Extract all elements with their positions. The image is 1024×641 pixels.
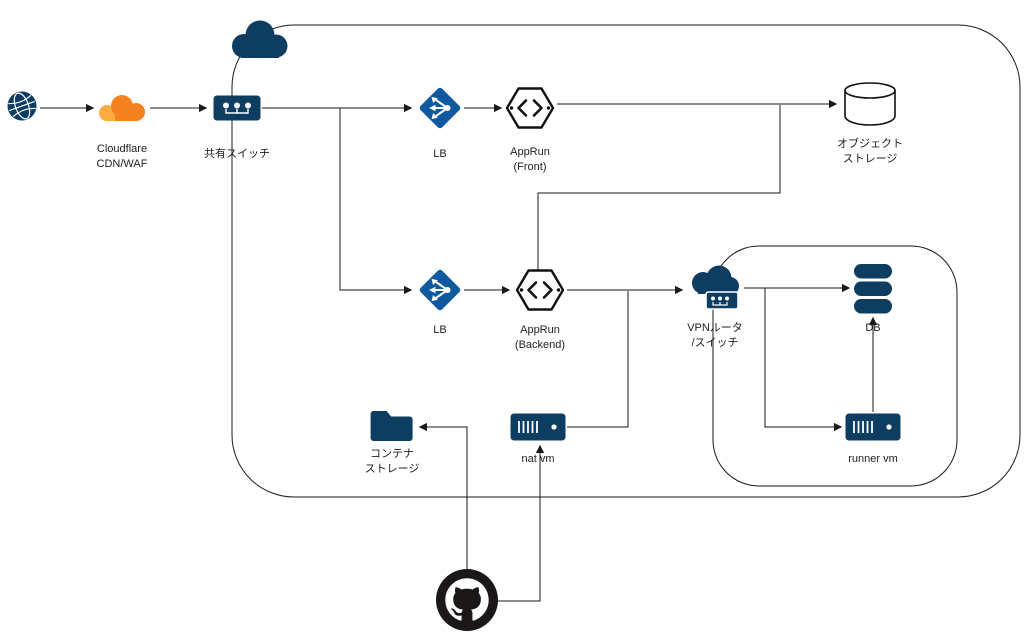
lb-backend-node: LB xyxy=(417,267,463,338)
cloud-region-marker xyxy=(227,19,291,61)
apprun-icon xyxy=(505,87,555,129)
load-balancer-icon xyxy=(419,269,461,311)
server-icon xyxy=(510,413,566,441)
github-icon xyxy=(436,569,498,631)
cloud-region-boundary xyxy=(231,24,1021,498)
internet-node xyxy=(6,90,38,122)
edge-github-nat-vm xyxy=(498,444,545,602)
object-storage-node: オブジェクト ストレージ xyxy=(837,81,903,168)
internet-globe-icon xyxy=(7,91,37,121)
object-storage-label: オブジェクト ストレージ xyxy=(837,138,903,166)
edge-vpn-runner-vm xyxy=(764,288,843,432)
apprun-backend-label: AppRun (Backend) xyxy=(514,324,566,352)
github-node xyxy=(436,569,498,631)
cloudflare-node: Cloudflare CDN/WAF xyxy=(95,92,149,173)
apprun-backend-node: AppRun (Backend) xyxy=(514,264,566,354)
lb-backend-label: LB xyxy=(433,324,447,336)
apprun-front-node: AppRun (Front) xyxy=(504,82,556,176)
container-storage-node: コンテナ ストレージ xyxy=(364,407,420,478)
lb-front-label: LB xyxy=(433,148,447,160)
cloudflare-label: Cloudflare CDN/WAF xyxy=(96,143,148,171)
nat-vm-label: nat vm xyxy=(521,453,555,465)
apprun-front-label: AppRun (Front) xyxy=(510,146,550,174)
runner-vm-label: runner vm xyxy=(848,453,898,465)
lb-front-node: LB xyxy=(417,85,463,162)
db-label: DB xyxy=(865,322,881,334)
nat-vm-node: nat vm xyxy=(510,413,566,467)
edges xyxy=(40,99,878,602)
load-balancer-icon xyxy=(419,87,461,129)
vpn-router-label: VPNルータ /スイッチ xyxy=(687,322,743,350)
edge-apprun-backend-object-storage xyxy=(537,105,781,271)
runner-vm-node: runner vm xyxy=(845,413,901,467)
object-storage-icon xyxy=(844,82,896,126)
folder-icon xyxy=(371,411,413,441)
apprun-icon xyxy=(515,269,565,311)
vpn-router-icon xyxy=(692,265,739,310)
edge-switch-lb-backend xyxy=(339,108,413,295)
server-icon xyxy=(845,413,901,441)
container-storage-label: コンテナ ストレージ xyxy=(364,448,420,476)
switch-icon xyxy=(213,95,261,121)
edge-github-container-storage xyxy=(418,422,468,569)
db-node: DB xyxy=(853,263,893,336)
shared-switch-node: 共有スイッチ xyxy=(204,95,270,162)
cloudflare-icon xyxy=(99,95,145,121)
shared-switch-label: 共有スイッチ xyxy=(204,148,270,160)
vpn-router-node: VPNルータ /スイッチ xyxy=(686,264,744,352)
private-network-boundary xyxy=(712,245,958,487)
edge-nat-vm-uplink xyxy=(567,291,629,428)
region-cloud-icon xyxy=(232,20,288,58)
database-icon xyxy=(854,264,892,314)
